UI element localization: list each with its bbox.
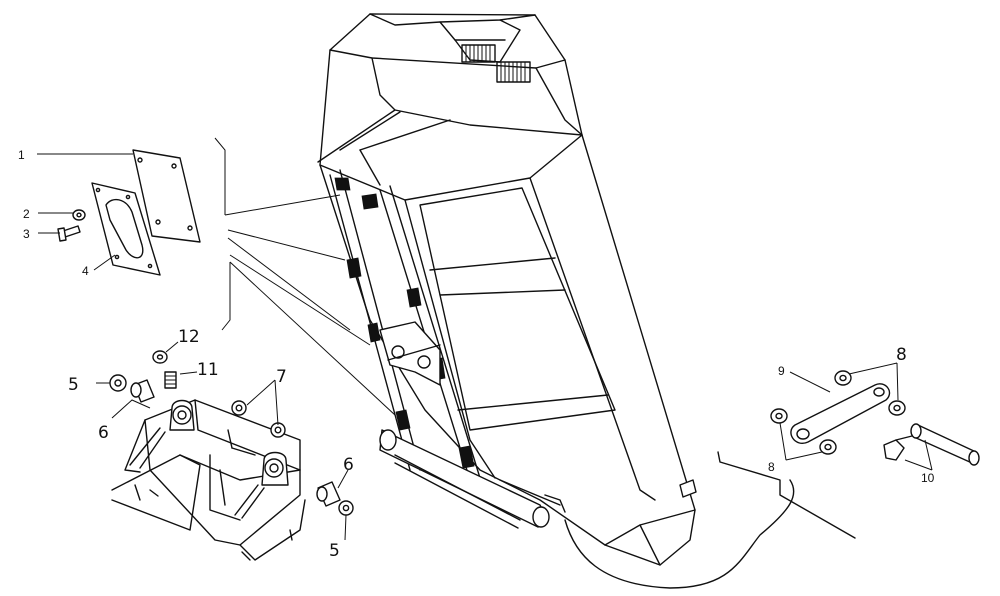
pad-4 xyxy=(406,287,422,308)
callout-10: 10 xyxy=(921,471,935,485)
part-2-washer xyxy=(72,209,86,221)
callout-5-lower: 5 xyxy=(329,541,340,561)
callout-8-upper: 8 xyxy=(896,345,907,365)
callout-11: 11 xyxy=(197,360,219,380)
part-8-washers xyxy=(770,370,906,455)
callout-12: 12 xyxy=(178,327,200,347)
part-5-washer-lower xyxy=(338,500,354,516)
callout-6-lower: 6 xyxy=(343,455,354,475)
part-6-bushing-upper xyxy=(130,379,155,403)
callout-5-upper: 5 xyxy=(68,375,79,395)
part-6-bushing-lower xyxy=(316,481,341,507)
callout-6-upper: 6 xyxy=(98,423,109,443)
pad-8 xyxy=(458,445,475,469)
part-12-nut xyxy=(152,350,168,364)
pad-7 xyxy=(395,409,411,431)
callout-3: 3 xyxy=(23,227,30,241)
part-5-washer-upper xyxy=(109,374,127,392)
frame-chassis xyxy=(111,399,306,561)
curved-runner xyxy=(564,479,795,589)
hinge-bracket xyxy=(379,321,441,386)
part-4-gasket xyxy=(91,182,161,276)
leader-lines xyxy=(37,153,933,541)
pad-2 xyxy=(361,193,379,210)
bottom-rollers xyxy=(379,429,566,529)
pad-5 xyxy=(367,322,381,343)
callout-4: 4 xyxy=(82,264,89,278)
callout-9: 9 xyxy=(778,364,785,378)
callout-8-lower: 8 xyxy=(768,460,775,474)
callout-1: 1 xyxy=(18,148,25,162)
pad-1 xyxy=(334,177,351,191)
explosion-lines xyxy=(214,137,396,416)
callout-numbers: 1 2 3 4 5 6 7 11 12 6 5 9 8 8 10 xyxy=(18,148,935,561)
dump-box xyxy=(317,13,697,566)
part-1-plate xyxy=(132,149,201,243)
latch-tab xyxy=(679,479,697,498)
pad-3 xyxy=(346,257,362,279)
ground-outline xyxy=(717,451,856,539)
rib-block-right xyxy=(496,61,531,83)
part-10-pin xyxy=(883,423,980,466)
part-11-stud xyxy=(164,371,177,389)
callout-2: 2 xyxy=(23,207,30,221)
callout-7: 7 xyxy=(276,367,287,387)
rib-block-left xyxy=(461,44,496,63)
part-9-link-bar xyxy=(790,383,891,444)
part-3-bolt xyxy=(57,225,81,242)
